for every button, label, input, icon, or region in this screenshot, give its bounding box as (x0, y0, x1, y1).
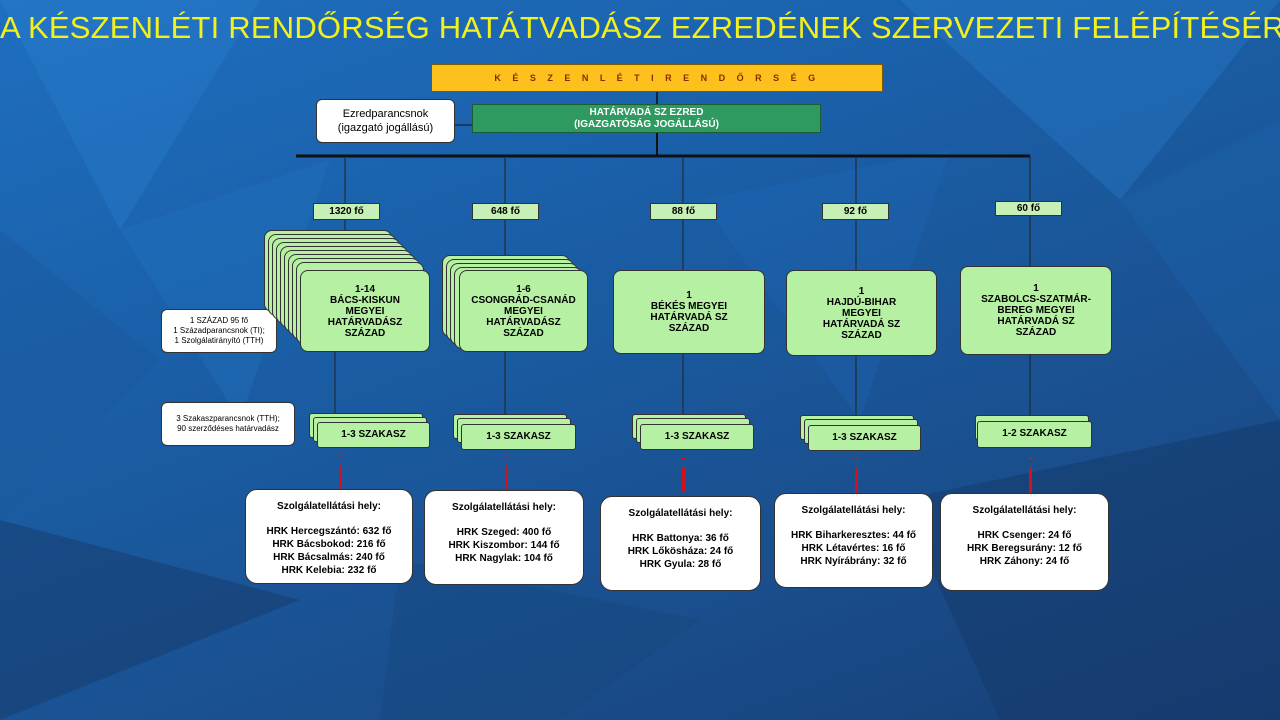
regiment-status: (IGAZGATÓSÁG JOGÁLLÁSÚ) (574, 119, 719, 130)
service-heading: Szolgálatellátási hely: (801, 505, 906, 516)
unit-line: SZÁZAD (841, 329, 882, 341)
unit-line: 1-14 (354, 283, 375, 295)
unit-line: MEGYEI (345, 305, 385, 317)
service-location: HRK Bácsbokod: 216 fő (272, 539, 386, 550)
company-note-line: 1 Századparancsnok (TI); (173, 326, 265, 335)
unit-headcount: 60 fő (995, 201, 1062, 216)
commander-title: Ezredparancsnok (342, 108, 429, 120)
unit-line: SZÁZAD (668, 323, 710, 334)
unit-line: HATÁRVADÁSZ (486, 316, 561, 328)
service-location: HRK Biharkeresztes: 44 fő (790, 530, 917, 541)
unit-line: BEREG MEGYEI (997, 305, 1075, 316)
service-location: HRK Lőkösháza: 24 fő (627, 546, 734, 557)
unit-headcount: 1320 fő (313, 203, 380, 220)
commander-status: (igazgató jogállású) (337, 122, 434, 134)
platoon-note-line: 90 szerződéses határvadász (177, 424, 279, 433)
service-locations-box: Szolgálatellátási hely: HRK Battonya: 36… (600, 496, 761, 591)
unit-line: BÁCS-KISKUN (330, 294, 400, 306)
unit-headcount: 88 fő (650, 203, 717, 220)
unit-line: MEGYEI (842, 307, 881, 319)
unit-line: BÉKÉS MEGYEI (650, 301, 728, 312)
page-title: A KÉSZENLÉTI RENDŐRSÉG HATÁTVADÁSZ EZRED… (0, 10, 1280, 45)
unit-line: HATÁRVADÁ SZ (822, 318, 901, 330)
unit-line: HATÁRVADÁSZ (327, 316, 403, 328)
service-heading: Szolgálatellátási hely: (972, 505, 1077, 516)
company-note-line: 1 SZÁZAD 95 fő (189, 316, 249, 325)
unit-line: HATÁRVADÁ SZ (650, 312, 728, 323)
platoon-box: 1-3 SZAKASZ (317, 422, 430, 448)
service-location: HRK Gyula: 28 fő (639, 559, 722, 570)
red-connector (855, 467, 858, 493)
service-location: HRK Záhony: 24 fő (979, 556, 1070, 567)
unit-box-bacs-kiskun: 1-14 BÁCS-KISKUN MEGYEI HATÁRVADÁSZ SZÁZ… (300, 270, 430, 352)
platoon-box: 1-2 SZAKASZ (977, 421, 1092, 448)
company-note-line: 1 Szolgálatirányító (TTH) (174, 336, 264, 345)
service-location: HRK Battonya: 36 fő (632, 533, 729, 544)
unit-box-hajdu-bihar: 1 HAJDÚ-BIHAR MEGYEI HATÁRVADÁ SZ SZÁZAD (786, 270, 937, 356)
unit-line: MEGYEI (504, 305, 543, 317)
platoon-note-line: 3 Szakaszparancsnok (TTH); (176, 414, 280, 423)
platoon-box: 1-3 SZAKASZ (461, 424, 576, 450)
red-marker (682, 457, 685, 460)
red-connector (682, 467, 685, 492)
top-organization-box: K É S Z E N L É T I R E N D Ő R S É G (431, 64, 883, 92)
service-location: HRK Kelebia: 232 fő (281, 565, 377, 576)
unit-box-szabolcs-szatmar-bereg: 1 SZABOLCS-SZATMÁR- BEREG MEGYEI HATÁRVA… (960, 266, 1112, 355)
unit-line: 1-6 (516, 283, 531, 295)
company-note: 1 SZÁZAD 95 fő 1 Századparancsnok (TI); … (161, 309, 277, 353)
unit-line: HATÁRVADÁ SZ (997, 316, 1075, 327)
unit-box-bekes: 1 BÉKÉS MEGYEI HATÁRVADÁ SZ SZÁZAD (613, 270, 765, 354)
service-location: HRK Létavértes: 16 fő (801, 543, 906, 554)
unit-line: 1 (686, 290, 692, 301)
red-connector (1029, 467, 1032, 493)
service-location: HRK Nyírábrány: 32 fő (800, 556, 907, 567)
regiment-name: HATÁRVADÁ SZ EZRED (589, 107, 704, 118)
service-location: HRK Szeged: 400 fő (456, 527, 552, 538)
unit-line: SZABOLCS-SZATMÁR- (981, 294, 1091, 305)
unit-headcount: 648 fő (472, 203, 539, 220)
commander-box: Ezredparancsnok (igazgató jogállású) (316, 99, 455, 143)
service-locations-box: Szolgálatellátási hely: HRK Hercegszántó… (245, 489, 413, 584)
service-heading: Szolgálatellátási hely: (628, 508, 733, 519)
unit-line: HAJDÚ-BIHAR (826, 296, 897, 308)
unit-headcount: 92 fő (822, 203, 889, 220)
unit-line: 1 (858, 285, 865, 297)
service-location: HRK Beregsurány: 12 fő (966, 543, 1083, 554)
unit-line: SZÁZAD (1015, 327, 1057, 338)
platoon-box: 1-3 SZAKASZ (640, 424, 754, 450)
service-locations-box: Szolgálatellátási hely: HRK Csenger: 24 … (940, 493, 1109, 591)
unit-line: SZÁZAD (344, 327, 386, 339)
service-location: HRK Csenger: 24 fő (977, 530, 1072, 541)
platoon-note: 3 Szakaszparancsnok (TTH); 90 szerződése… (161, 402, 295, 446)
unit-line: SZÁZAD (503, 327, 544, 339)
unit-line: 1 (1033, 283, 1039, 294)
service-location: HRK Kiszombor: 144 fő (448, 540, 560, 551)
unit-line: CSONGRÁD-CSANÁD (471, 294, 576, 306)
red-connector (505, 465, 508, 489)
service-heading: Szolgálatellátási hely: (277, 501, 381, 512)
service-locations-box: Szolgálatellátási hely: HRK Biharkereszt… (774, 493, 933, 588)
unit-box-csongrad-csanad: 1-6 CSONGRÁD-CSANÁD MEGYEI HATÁRVADÁSZ S… (459, 270, 588, 352)
service-locations-box: Szolgálatellátási hely: HRK Szeged: 400 … (424, 490, 584, 585)
red-connector (339, 465, 342, 489)
red-marker (505, 455, 508, 458)
red-marker (339, 455, 342, 458)
service-location: HRK Nagylak: 104 fő (455, 553, 553, 564)
platoon-box: 1-3 SZAKASZ (808, 425, 921, 451)
service-location: HRK Hercegszántó: 632 fő (266, 526, 392, 537)
regiment-box: HATÁRVADÁ SZ EZRED (IGAZGATÓSÁG JOGÁLLÁS… (472, 104, 821, 133)
service-location: HRK Bácsalmás: 240 fő (273, 552, 385, 563)
red-marker (855, 457, 858, 460)
red-marker (1029, 457, 1032, 460)
service-heading: Szolgálatellátási hely: (452, 502, 556, 513)
